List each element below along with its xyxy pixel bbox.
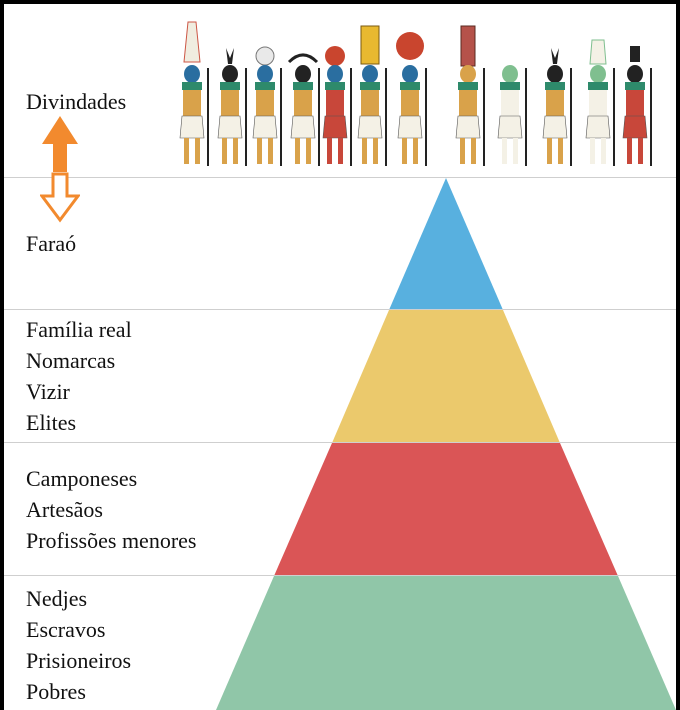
deity-figure [396, 32, 427, 166]
deity-figure [252, 46, 282, 166]
deity-figure [497, 65, 527, 166]
tier-line: Divindades [26, 89, 127, 114]
pyramid-tier-elite [332, 310, 560, 443]
tier-divider [4, 575, 676, 576]
deity-figure [622, 46, 652, 166]
tier-line: Nedjes [26, 586, 88, 611]
pyramid-tier-trabalhadores [274, 443, 618, 576]
deity-figure [542, 48, 572, 166]
deity-figure [179, 21, 209, 166]
deity-figure [585, 39, 615, 166]
pyramid-tier-base [216, 576, 676, 710]
tier-line: Profissões menores [26, 528, 197, 553]
tier-line: Camponeses [26, 466, 138, 491]
deity-figure [287, 53, 320, 166]
tier-line: Prisioneiros [26, 648, 132, 673]
tier-divider [4, 309, 676, 310]
deity-figure [217, 48, 247, 166]
tier-divider [4, 177, 676, 178]
tier-line: Faraó [26, 231, 77, 256]
tier-label-divindades: Divindades [26, 86, 126, 117]
tier-label-trabalhadores: Camponeses Artesãos Profissões menores [26, 463, 196, 556]
tier-line: Nomarcas [26, 348, 116, 373]
tier-label-base: Nedjes Escravos Prisioneiros Pobres [26, 583, 131, 707]
double-arrow-up-down-icon [40, 116, 80, 223]
tier-line: Artesãos [26, 497, 103, 522]
tier-label-elite: Família real Nomarcas Vizir Elites [26, 314, 132, 438]
tier-label-farao: Faraó [26, 228, 76, 259]
deity-figure [322, 46, 352, 166]
tier-line: Escravos [26, 617, 106, 642]
tier-line: Elites [26, 410, 77, 435]
tier-line: Pobres [26, 679, 86, 704]
pyramid-tier-farao [389, 178, 503, 310]
tier-divider [4, 442, 676, 443]
tier-line: Família real [26, 317, 132, 342]
tier-line: Vizir [26, 379, 70, 404]
deity-figure [357, 25, 387, 166]
deity-figure [455, 25, 485, 166]
egyptian-gods-procession-icon [179, 21, 652, 166]
